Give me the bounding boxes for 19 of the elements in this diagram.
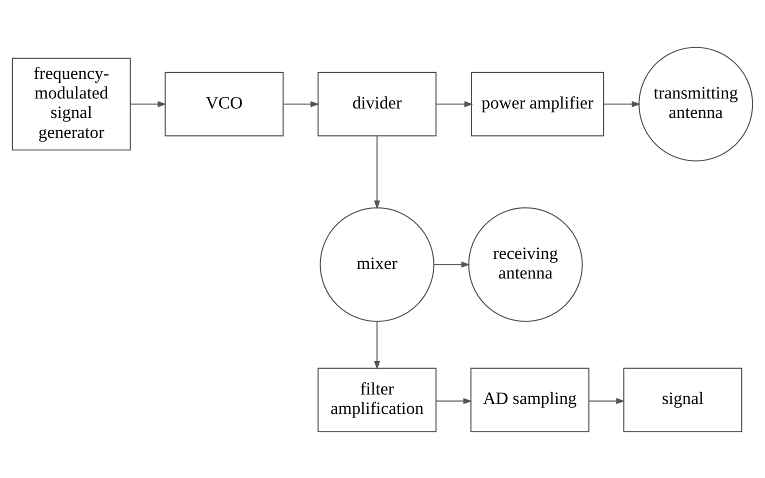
arrow <box>604 100 641 107</box>
arrow <box>436 398 472 404</box>
node-circle: mixer <box>320 206 434 322</box>
node-box: AD sampling <box>470 367 590 432</box>
arrow <box>130 100 166 107</box>
node-box: power amplifier <box>470 71 604 136</box>
node-circle: transmitting antenna <box>638 46 754 161</box>
node-box: VCO <box>164 71 284 136</box>
arrow <box>434 261 470 268</box>
arrow <box>283 100 320 107</box>
arrow <box>374 135 380 209</box>
arrow <box>436 100 474 107</box>
node-circle: receiving antenna <box>468 206 583 322</box>
node-box: divider <box>318 71 437 136</box>
node-box: filter amplification <box>318 367 437 432</box>
node-box: frequency-modulated signal generator <box>12 57 131 150</box>
arrow <box>588 398 625 404</box>
node-box: signal <box>623 367 742 432</box>
arrow <box>374 321 380 370</box>
